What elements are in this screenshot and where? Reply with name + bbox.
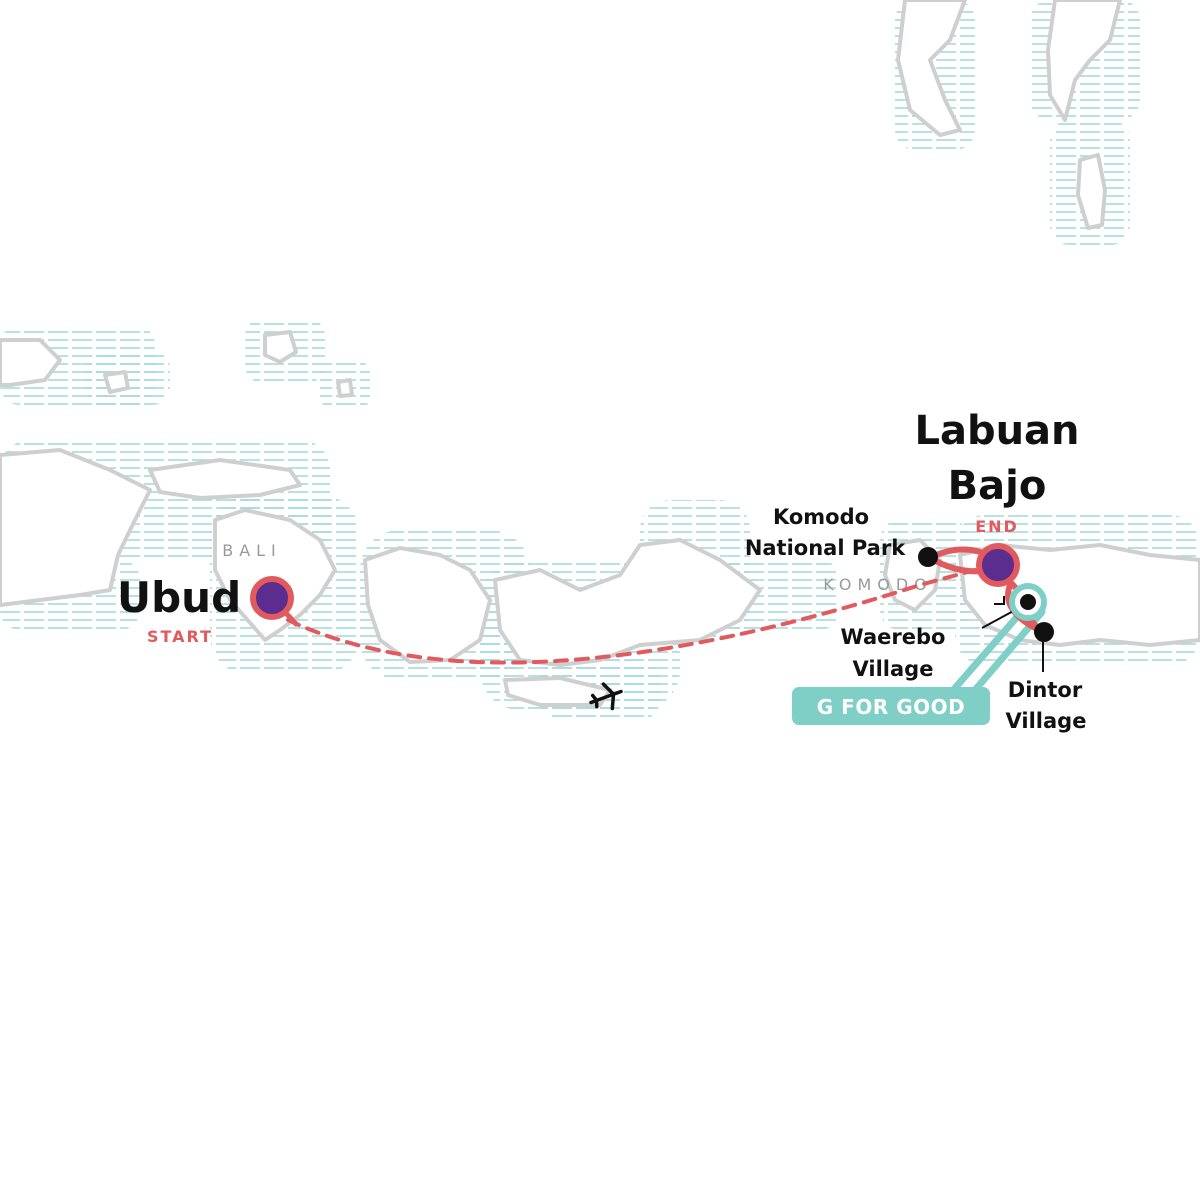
land-masses bbox=[0, 0, 1200, 707]
g-for-good-label: G FOR GOOD bbox=[817, 695, 965, 719]
region-label-bali: BALI bbox=[222, 541, 282, 560]
end-tag: END bbox=[975, 517, 1019, 536]
komodo-park-marker[interactable] bbox=[918, 547, 938, 567]
island-nw-1 bbox=[0, 338, 62, 387]
dintor-label-line2: Village bbox=[1006, 709, 1087, 733]
g-for-good-badge[interactable]: G FOR GOOD bbox=[792, 687, 990, 725]
sumbawa-island bbox=[493, 538, 762, 667]
end-city-label-line2: Bajo bbox=[948, 463, 1047, 509]
bali-island bbox=[213, 508, 337, 642]
end-marker[interactable] bbox=[976, 543, 1020, 587]
waerebo-label-line1: Waerebo bbox=[841, 625, 946, 649]
route-detail-mark bbox=[994, 596, 1005, 605]
waerebo-label-line2: Village bbox=[853, 657, 934, 681]
island-nw-3 bbox=[263, 330, 298, 364]
start-tag: START bbox=[147, 627, 213, 646]
sumbawa-south bbox=[503, 676, 612, 707]
dintor-label-line1: Dintor bbox=[1008, 678, 1083, 702]
island-nw-4 bbox=[336, 378, 354, 398]
madura bbox=[148, 458, 302, 500]
flight-route bbox=[286, 568, 977, 665]
island-nw-2 bbox=[103, 370, 130, 394]
dintor-marker[interactable] bbox=[1034, 622, 1054, 642]
airplane-icon bbox=[589, 682, 623, 711]
start-marker[interactable] bbox=[250, 576, 299, 627]
region-label-komodo: KOMODO bbox=[823, 575, 933, 594]
komodo-park-label-line2: National Park bbox=[745, 536, 906, 560]
island-north-1 bbox=[896, 0, 967, 137]
lombok-island bbox=[363, 546, 492, 664]
end-city-label-line1: Labuan bbox=[914, 408, 1079, 454]
island-north-3 bbox=[1076, 153, 1107, 230]
java-east bbox=[0, 448, 152, 607]
komodo-park-label-line1: Komodo bbox=[773, 505, 869, 529]
waerebo-marker[interactable] bbox=[1009, 583, 1047, 621]
island-north-2 bbox=[1046, 0, 1122, 122]
start-city-label: Ubud bbox=[117, 573, 241, 622]
